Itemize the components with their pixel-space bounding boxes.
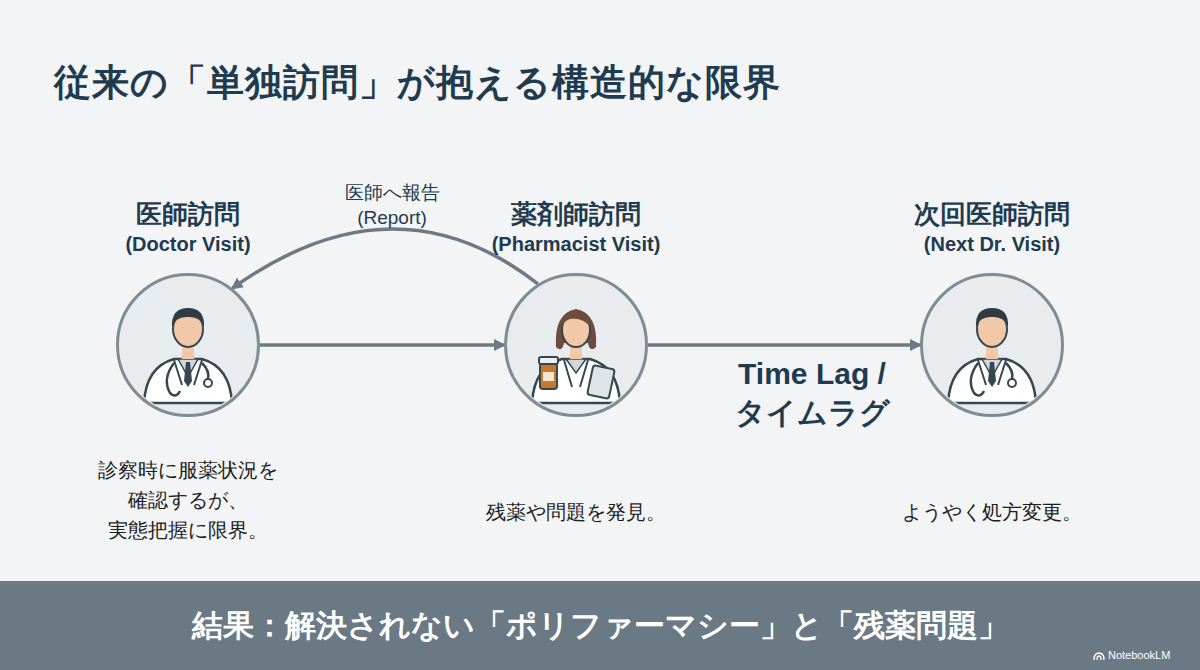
diagram-title: 従来の「単独訪問」が抱える構造的な限界: [54, 58, 781, 108]
node-heading: 薬剤師訪問: [511, 195, 641, 234]
edge-label: 医師へ報告 (Report): [327, 181, 457, 230]
flow-arrow: [260, 343, 504, 347]
node-subheading: (Next Dr. Visit): [924, 229, 1060, 259]
node-description: 診察時に服薬状況を 確認するが、 実態把握に限界。: [88, 455, 288, 545]
circle-shape: [506, 275, 647, 416]
node-description: 残薬や問題を発見。: [466, 497, 686, 527]
flow-arrow: [648, 343, 920, 347]
circle-shape: [118, 275, 259, 416]
node-description: ようやく処方変更。: [882, 497, 1102, 527]
node-subheading: (Doctor Visit): [125, 229, 250, 259]
doctor-illustration: [920, 273, 1064, 417]
node-subheading: (Pharmacist Visit): [492, 229, 661, 259]
pharmacist-illustration: [504, 273, 648, 417]
doctor-illustration: [116, 273, 260, 417]
caption-band: 結果：解決されない「ポリファーマシー」と「残薬問題」: [0, 581, 1200, 670]
caption-text: 結果：解決されない「ポリファーマシー」と「残薬問題」: [0, 581, 1200, 670]
circle-shape: [922, 275, 1063, 416]
watermark-text: NotebookLM: [1108, 649, 1170, 661]
edge-label: Time Lag / タイムラグ: [727, 354, 897, 432]
watermark-logo: [1093, 651, 1105, 661]
node-heading: 次回医師訪問: [914, 195, 1070, 234]
node-heading: 医師訪問: [136, 195, 240, 234]
